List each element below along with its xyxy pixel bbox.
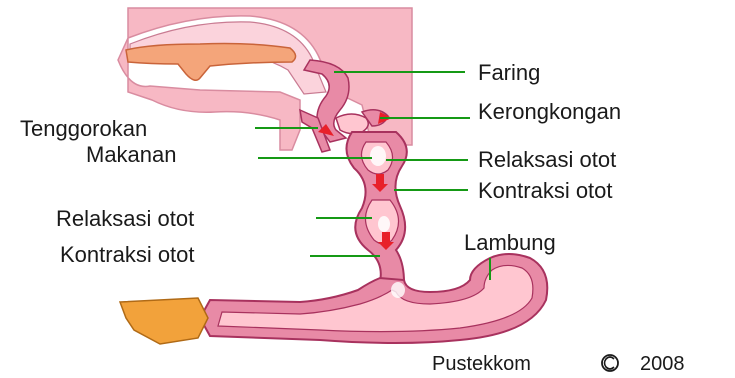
label-kerongkongan: Kerongkongan (478, 99, 621, 124)
stomach-bolus (391, 282, 405, 298)
label-tenggorokan: Tenggorokan (20, 116, 147, 141)
label-makanan: Makanan (86, 142, 177, 167)
label-relaksasi-right: Relaksasi otot (478, 147, 616, 172)
epiglottis (336, 114, 368, 134)
food-bolus-lower (378, 216, 390, 232)
label-kontraksi-left: Kontraksi otot (60, 242, 195, 267)
label-relaksasi-left: Relaksasi otot (56, 206, 194, 231)
palate (126, 44, 296, 81)
duodenum (120, 298, 208, 344)
food-bolus-upper (370, 146, 386, 166)
copyright-icon (602, 355, 618, 371)
credit-author: Pustekkom (432, 353, 531, 375)
label-lambung: Lambung (464, 230, 556, 255)
credit-year: 2008 (640, 353, 685, 375)
label-faring: Faring (478, 60, 540, 85)
label-kontraksi-right: Kontraksi otot (478, 178, 613, 203)
